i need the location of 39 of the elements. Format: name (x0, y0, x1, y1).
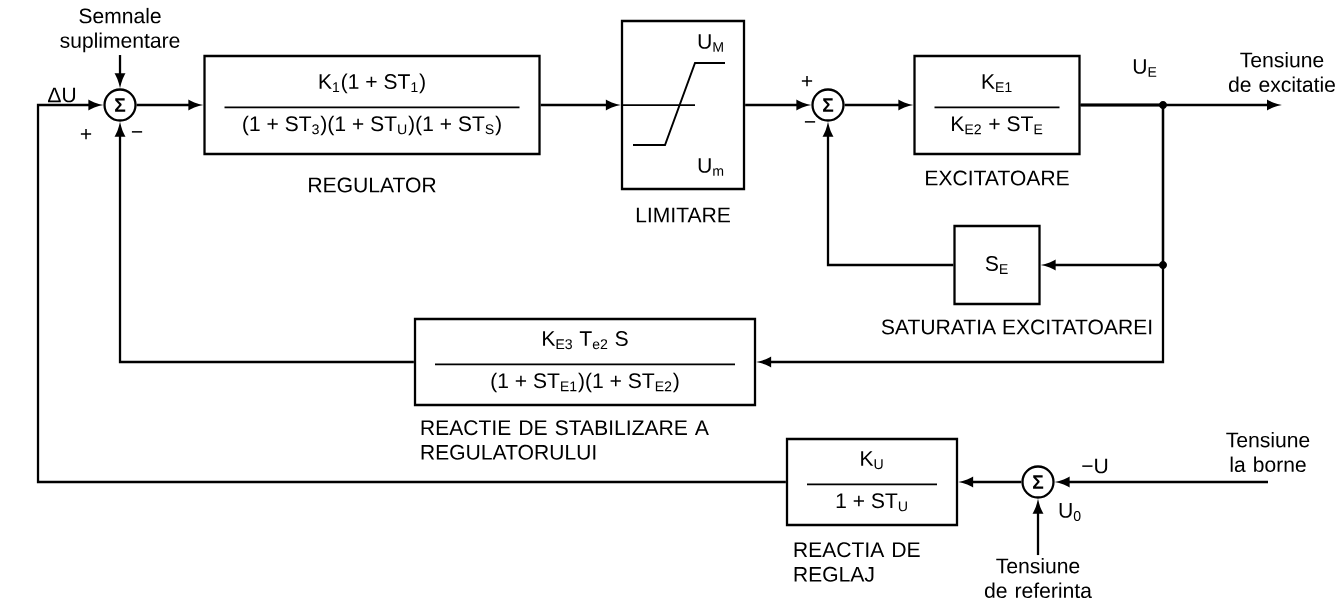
block-caption: EXCITATOARE (926, 170, 1069, 186)
summing-junction: Σ (811, 88, 845, 122)
block-caption: REACTIE DE STABILIZARE A REGULATORULUI (421, 420, 709, 460)
signal-text: Semnale suplimentare (60, 7, 180, 53)
block-caption: SATURATIA EXCITATOAREI (881, 319, 1152, 335)
transfer-function-box: K$_{E3}$ T$_{e2}$ S (1 + ST$_{E1}$)(1 + ST$_{E2}$) (413, 317, 757, 407)
signal-label: U$_{E}$ (1133, 59, 1157, 77)
transfer-function-box: K$_{U}$ 1 + ST$_{U}$ (785, 437, 959, 527)
arrow (36, 100, 786, 484)
block-caption: LIMITARE (636, 207, 730, 223)
arrow (823, 125, 954, 267)
signal-label: − (804, 121, 816, 123)
signal-label: U$_{0}$ (1059, 503, 1081, 521)
arrow (759, 103, 1165, 367)
transfer-function-box: K$_{E1}$ K$_{E2}$ + ST$_{E}$ (913, 54, 1081, 156)
summing-junction: Σ (1021, 465, 1055, 499)
signal-text: Tensiune la borne (1226, 431, 1310, 473)
arrow (844, 100, 910, 110)
summing-junction: Σ (103, 88, 137, 122)
arrow (1033, 502, 1043, 556)
arrow (115, 125, 414, 364)
arrow (961, 477, 1022, 487)
block-caption: REGULATOR (309, 177, 436, 193)
signal-label: + (80, 128, 92, 140)
arrow (540, 100, 618, 110)
arrow (745, 100, 808, 110)
signal-text: Tensiune de referinta (984, 557, 1092, 598)
arrow (115, 55, 125, 85)
arrow (136, 100, 200, 110)
signal-label: −U (1082, 458, 1108, 474)
limiter-box: U$_{M}$ U$_{m}$ (620, 19, 746, 191)
signal-label: ΔU (48, 87, 76, 103)
signal-text: Tensiune de excitatie (1228, 51, 1335, 93)
block-caption: REACTIA DE REGLAJ (794, 542, 920, 582)
gain-box: S$_{E}$ (953, 224, 1041, 306)
arrow (1058, 477, 1268, 487)
signal-label: − (131, 131, 143, 133)
signal-label: + (801, 75, 813, 87)
transfer-function-box: K$_{1}$(1 + ST$_{1}$) (1 + ST$_{3}$)(1 + ST$_{U}$)(1 + ST$_{S}$) (203, 54, 541, 156)
